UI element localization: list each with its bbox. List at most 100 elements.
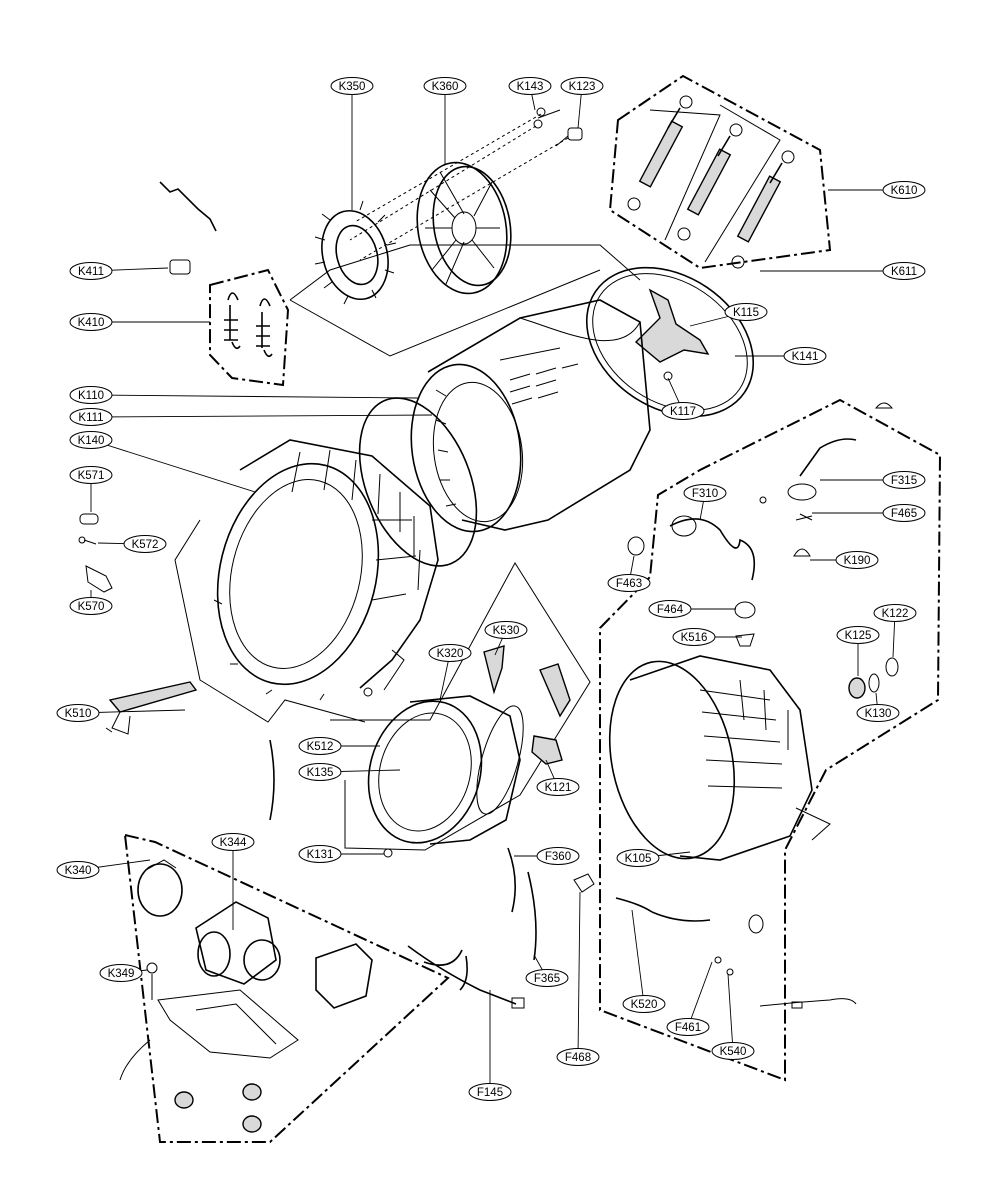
callout-label: K125 — [845, 630, 872, 642]
callout-bubble — [69, 431, 113, 449]
callout-bubble — [616, 849, 660, 867]
callout-bubble — [99, 964, 143, 982]
callout-label: K122 — [882, 608, 909, 620]
callout-k349: K349 — [99, 964, 148, 982]
callout-bubble — [211, 833, 255, 851]
callout-k131: K131 — [298, 845, 384, 863]
callout-bubble — [882, 471, 926, 489]
drain-hose-parts — [615, 897, 857, 1009]
callout-k135: K135 — [298, 763, 401, 781]
callout-label: K110 — [78, 390, 104, 402]
callout-label: F461 — [675, 1022, 701, 1034]
callout-bubble — [622, 995, 666, 1013]
callout-bubble — [69, 408, 113, 426]
callout-bubble — [836, 626, 880, 644]
callout-k130: K130 — [856, 692, 900, 722]
callout-k115: K115 — [689, 303, 768, 327]
callout-label: K131 — [307, 849, 334, 861]
shock-divider-2 — [704, 104, 781, 263]
callout-label: F463 — [616, 578, 642, 590]
shock-absorber-parts — [627, 95, 795, 269]
callout-label: K143 — [517, 81, 544, 93]
callout-f365: F365 — [525, 954, 569, 987]
front-tub-outline — [174, 519, 366, 723]
spider-bracket-part — [314, 200, 397, 305]
callout-label: K111 — [78, 412, 103, 424]
hose-parts — [269, 739, 537, 961]
callout-label: F468 — [565, 1052, 591, 1064]
callout-k530: K530 — [484, 621, 528, 656]
upper-hose-parts — [669, 438, 857, 581]
callout-k540: K540 — [711, 973, 755, 1060]
drum-group-outline — [289, 244, 641, 301]
callout-label: K121 — [545, 782, 572, 794]
drum-gasket-part — [585, 266, 755, 418]
callout-leader — [577, 891, 581, 1058]
callout-k610: K610 — [828, 181, 926, 199]
rear-tub-part — [608, 655, 831, 861]
counterweight-parts — [363, 645, 571, 765]
callout-label: K123 — [569, 81, 596, 93]
callout-label: F145 — [477, 1087, 503, 1099]
callout-k571: K571 — [69, 466, 113, 512]
callout-f310: F310 — [683, 484, 727, 521]
callout-bubble — [525, 969, 569, 987]
callout-bubble — [298, 737, 342, 755]
callout-label: K117 — [670, 406, 696, 418]
callout-k140: K140 — [69, 431, 256, 493]
tub-rear-group-boundary — [599, 398, 942, 1082]
callout-bubble — [882, 181, 926, 199]
callout-label: K540 — [720, 1046, 747, 1058]
callout-label: K115 — [733, 307, 759, 319]
callout-bubble — [724, 303, 768, 321]
callout-k611: K611 — [760, 262, 926, 280]
callout-label: K105 — [625, 853, 652, 865]
callout-bubble — [484, 621, 528, 639]
callout-label: K140 — [78, 435, 105, 447]
gasket-group-outline — [330, 562, 591, 851]
callout-k141: K141 — [735, 347, 827, 365]
callout-label: K571 — [78, 470, 105, 482]
callout-bubble — [835, 551, 879, 569]
spring-parts — [159, 181, 273, 358]
callout-leader — [90, 414, 433, 418]
callout-bubble — [69, 597, 113, 615]
callout-bubble — [873, 604, 917, 622]
callout-bubble — [607, 574, 651, 592]
callout-label: K512 — [307, 741, 334, 753]
pulley-bolt-part — [533, 107, 583, 147]
heater-part — [105, 681, 198, 735]
callout-k190: K190 — [810, 551, 879, 569]
callout-label: K520 — [631, 999, 658, 1011]
callout-bubble — [856, 704, 900, 722]
callout-bubble — [123, 535, 167, 553]
callout-bubble — [330, 77, 374, 95]
drum-group-outline-2 — [289, 269, 601, 357]
callout-label: K572 — [132, 539, 159, 551]
callout-bubble — [648, 600, 692, 618]
callout-label: F315 — [891, 475, 917, 487]
callout-label: K611 — [891, 266, 917, 278]
callout-f360: F360 — [514, 847, 580, 865]
drum-spider-part — [634, 288, 710, 381]
callout-k520: K520 — [622, 909, 666, 1013]
callout-bubble — [672, 628, 716, 646]
drum-front-ring-part — [358, 397, 478, 567]
callout-label: K411 — [78, 266, 104, 278]
callout-label: K130 — [865, 708, 892, 720]
drain-pump-parts — [119, 859, 373, 1133]
callout-k117: K117 — [661, 377, 705, 420]
callout-label: K516 — [681, 632, 708, 644]
front-tub-small-parts — [78, 513, 113, 593]
bearing-seal-parts — [848, 657, 899, 699]
callout-k122: K122 — [873, 604, 917, 658]
door-gasket-part — [367, 695, 524, 845]
callout-k360: K360 — [423, 77, 467, 165]
callout-label: K340 — [65, 865, 92, 877]
callout-k344: K344 — [211, 833, 255, 930]
callout-k340: K340 — [56, 859, 151, 879]
callout-label: K530 — [493, 625, 520, 637]
callout-f315: F315 — [820, 471, 926, 489]
